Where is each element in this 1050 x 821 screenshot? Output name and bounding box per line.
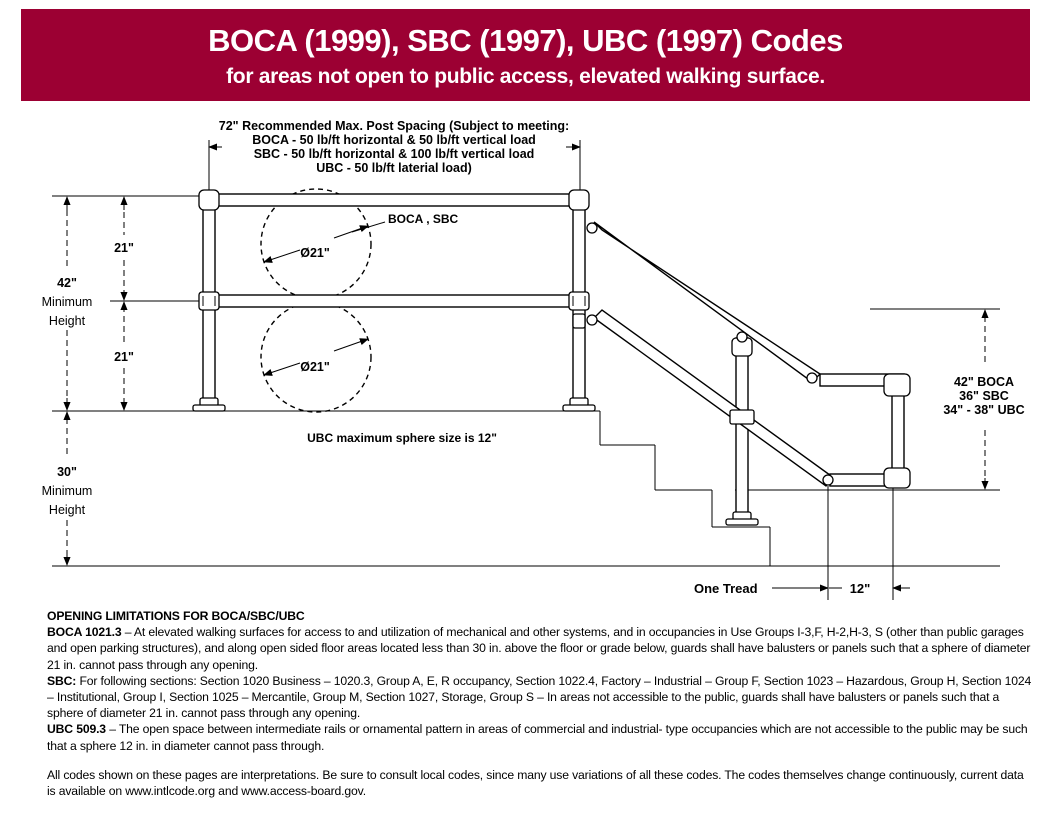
sphere-diameter-top: Ø21" [300,246,330,260]
spacing-line-4: UBC - 50 lb/ft laterial load) [316,161,472,175]
top-rail [202,193,584,207]
stair-height-label: 42" BOCA 36" SBC 34" - 38" UBC [943,375,1024,417]
lower-gap-label: 21" [114,350,134,364]
spacing-line-1: 72" Recommended Max. Post Spacing (Subje… [219,119,569,133]
sphere-diameter-bottom: Ø21" [300,360,330,374]
fitting-details [202,296,586,306]
mid-rail [202,294,584,308]
sbc-code: SBC: [47,673,77,688]
upper-stair-rail [593,221,822,383]
upper-gap-label: 21" [114,241,134,255]
sphere-circles [260,188,372,413]
platform-height-label: 30" Minimum Height [42,465,93,517]
one-tread-label: One Tread [694,581,758,596]
tread-dimension [772,486,910,600]
post-spacing-dimension [208,140,581,192]
disclaimer: All codes shown on these pages are inter… [47,767,1024,799]
svg-text:Height: Height [49,314,86,328]
svg-text:Minimum: Minimum [42,484,93,498]
svg-text:34" - 38" UBC: 34" - 38" UBC [943,403,1024,417]
spacing-line-2: BOCA - 50 lb/ft horizontal & 50 lb/ft ve… [252,133,536,147]
platform-and-stairs [52,308,1000,567]
boca-note: BOCA 1021.3 – At elevated walking surfac… [47,625,1031,672]
tread-depth-label: 12" [850,581,871,596]
page-title: BOCA (1999), SBC (1997), UBC (1997) Code… [208,23,843,58]
sbc-note: SBC: For following sections: Section 102… [47,673,1032,721]
ubc-note: UBC 509.3 – The open space between inter… [47,722,1028,753]
svg-text:30": 30" [57,465,77,479]
spacing-line-3: SBC - 50 lb/ft horizontal & 100 lb/ft ve… [254,147,535,161]
svg-text:Height: Height [49,503,86,517]
svg-text:42" BOCA: 42" BOCA [954,375,1014,389]
page-subtitle: for areas not open to public access, ele… [226,65,825,88]
svg-text:36" SBC: 36" SBC [959,389,1009,403]
min-height-label: 42" Minimum Height [42,276,93,328]
railing-diagram: 72" Recommended Max. Post Spacing (Subje… [42,119,1025,600]
lower-stair-rail [592,309,836,487]
ubc-sphere-note: UBC maximum sphere size is 12" [307,431,497,445]
header-banner: BOCA (1999), SBC (1997), UBC (1997) Code… [21,9,1030,101]
post-spacing-label: 72" Recommended Max. Post Spacing (Subje… [219,119,569,175]
ubc-code: UBC 509.3 [47,722,106,737]
sphere-code-label: BOCA , SBC [388,212,459,226]
pipe-fittings [192,189,911,526]
svg-text:Minimum: Minimum [42,295,93,309]
boca-code: BOCA 1021.3 [47,625,122,640]
svg-text:42": 42" [57,276,77,290]
railing-pipes [202,193,905,519]
code-notes: OPENING LIMITATIONS FOR BOCA/SBC/UBC BOC… [47,608,1032,799]
notes-heading: OPENING LIMITATIONS FOR BOCA/SBC/UBC [47,609,305,623]
end-post [891,387,905,475]
